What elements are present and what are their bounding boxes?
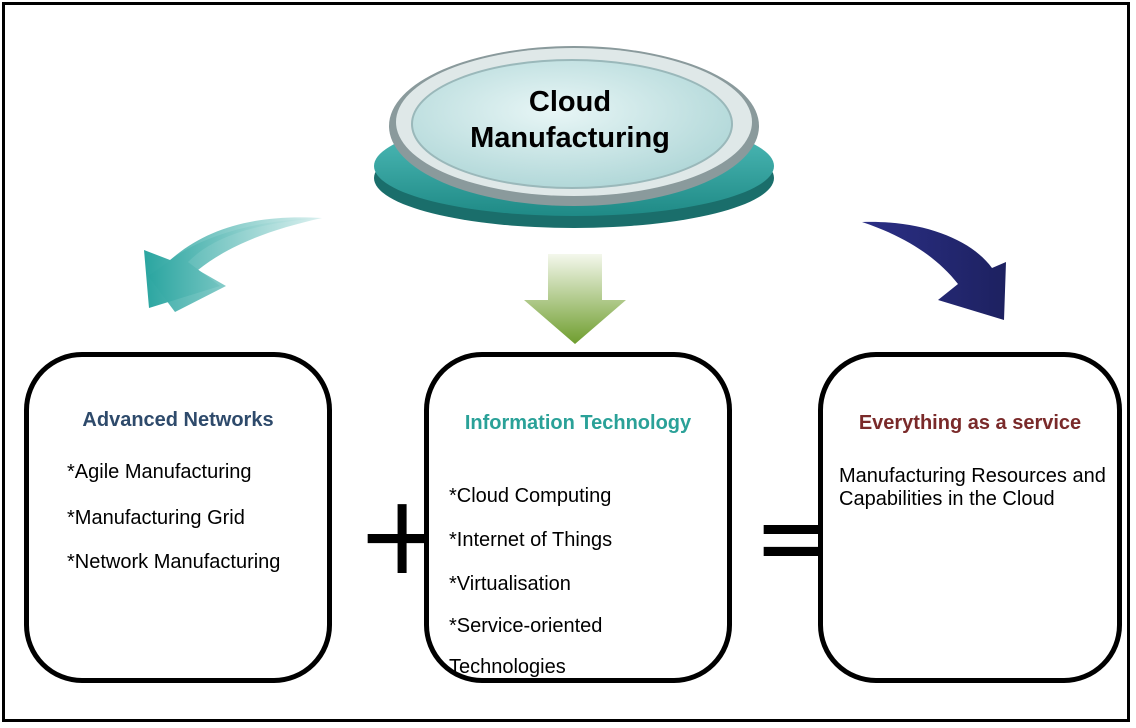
information-technology-title: Information Technology xyxy=(464,412,692,434)
list-item: *Internet of Things xyxy=(449,529,613,551)
hub-title-line1: Cloud xyxy=(528,86,612,118)
advanced-networks-box: Advanced Networks *Agile Manufacturing *… xyxy=(24,352,332,683)
list-item: *Cloud Computing xyxy=(449,485,612,507)
list-item: *Manufacturing Grid xyxy=(67,507,245,529)
list-item: *Network Manufacturing xyxy=(67,551,281,573)
right-curved-arrow xyxy=(862,221,1006,320)
hub-disc xyxy=(374,46,774,228)
service-description: Manufacturing Resources and Capabilities… xyxy=(839,465,1106,510)
list-item: *Virtualisation xyxy=(449,573,571,595)
everything-as-a-service-title: Everything as a service xyxy=(858,412,1082,434)
information-technology-box: Information Technology *Cloud Computing … xyxy=(424,352,732,683)
advanced-networks-title: Advanced Networks xyxy=(82,409,274,431)
hub-title-line2: Manufacturing xyxy=(470,122,670,154)
list-item: *Agile Manufacturing xyxy=(67,461,252,483)
down-arrow xyxy=(524,254,626,344)
list-item: Technologies xyxy=(449,656,566,678)
everything-as-a-service-box: Everything as a service Manufacturing Re… xyxy=(818,352,1122,683)
list-item: *Service-oriented xyxy=(449,615,603,637)
